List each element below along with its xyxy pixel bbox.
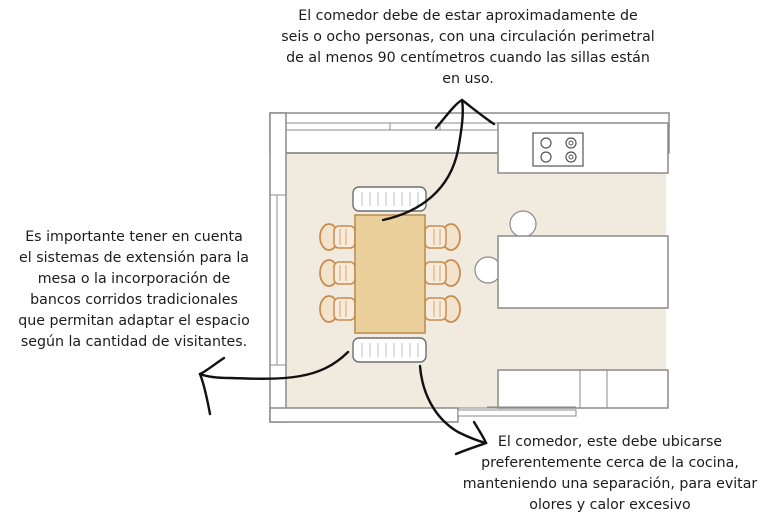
chair	[424, 295, 461, 323]
arrow-bottom	[418, 364, 488, 445]
chair	[319, 223, 356, 251]
annotation-bottom: El comedor, este debe ubicarse preferent…	[462, 434, 758, 513]
stool-top	[509, 210, 537, 238]
annotation-top: El comedor debe de estar aproximadamente…	[281, 8, 655, 87]
kitchen-island	[497, 235, 669, 309]
arrow-left-head	[198, 356, 226, 416]
chair	[424, 223, 461, 251]
stool-left	[474, 256, 502, 284]
chair	[424, 259, 461, 287]
chair	[319, 259, 356, 287]
arrow-left	[198, 350, 350, 380]
kitchen-counter-bottom	[497, 369, 669, 409]
annotation-left: Es importante tener en cuenta el sistema…	[18, 229, 250, 350]
wall-bottom	[269, 407, 459, 423]
bench-top	[352, 186, 427, 212]
arrow-top-head	[434, 98, 496, 130]
arrow-bottom-head	[454, 420, 488, 456]
cooktop	[532, 132, 584, 167]
bench-bottom	[352, 337, 427, 363]
dining-table	[354, 214, 426, 334]
sliding-door	[457, 409, 577, 417]
arrow-top	[381, 98, 464, 222]
chair	[319, 295, 356, 323]
wall-left	[269, 112, 287, 423]
